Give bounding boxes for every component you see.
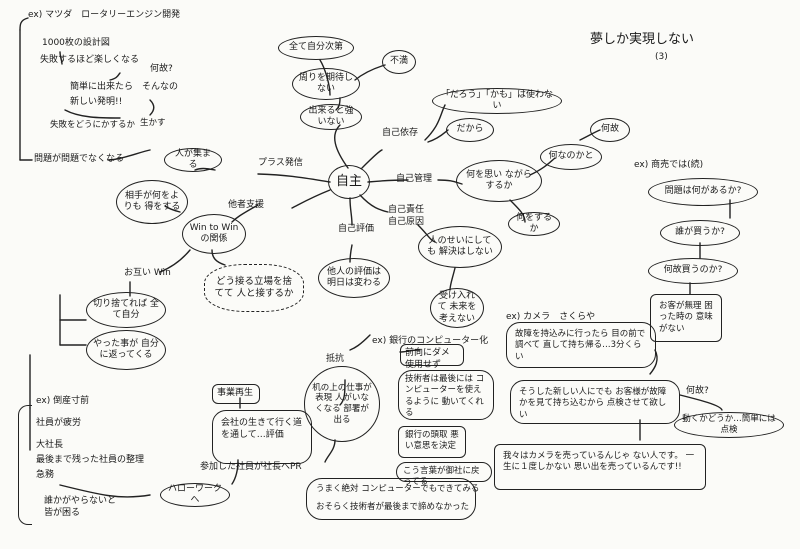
reform-text-box: 会社の生きて行く道を通して…評価 — [212, 410, 312, 464]
mazda-heading: ex) マツダ ロータリーエンジン開発 — [28, 10, 181, 20]
change-box: こう言葉が御社に戻ってる — [396, 462, 492, 487]
what-node: 何をするか — [508, 212, 560, 236]
connector — [349, 334, 371, 351]
hello-node: ハローワークへ — [160, 483, 230, 507]
connector — [361, 149, 383, 169]
mazda-question: 何故? — [150, 64, 173, 74]
no-dame-node: 「だろう」「かも」は使わない — [432, 88, 562, 114]
people-node: 人が集まる — [164, 148, 222, 172]
other-eval-node: 他人の評価は 明日は変わる — [318, 258, 390, 298]
hope-node: 周りを期待しない — [292, 68, 360, 100]
company-line3: 最後まで残った社員の整理 — [36, 455, 145, 465]
winwin-node: Win to Win の関係 — [182, 214, 246, 254]
connector — [349, 197, 353, 226]
management-label: 自己管理 — [396, 174, 433, 184]
mazda-line1: 1000枚の設計図 — [42, 38, 110, 48]
tech-box: 技術者は最後には コンピューターを使えるように 動いてくれる — [398, 370, 494, 420]
support-label: 他者支援 — [228, 200, 265, 210]
camera-box1: 故障を持込みに行ったら 目の前で調べて 直して持ち帰る…3分くらい — [506, 322, 656, 368]
camera-heading: ex) カメラ さくらや — [506, 312, 596, 322]
mazda-line3: 簡単に出来たら そんなの — [70, 82, 179, 92]
connector — [367, 179, 409, 183]
bank-last: おそらく技術者が最後まで諦めなかった — [316, 502, 470, 512]
nocomp-box: 前向にダメ 使用せず — [400, 344, 464, 370]
cut-node: 切り捨てれば 全て自分 — [86, 292, 166, 328]
evaluation-label: 自己評価 — [338, 224, 375, 234]
company-line4: 急務 — [36, 470, 55, 480]
company-bracket — [18, 405, 32, 525]
connector — [449, 267, 456, 291]
mutual-label: お互い Win — [124, 268, 171, 278]
mazda-footer: 問題が問題でなくなる — [34, 154, 125, 164]
connector — [19, 17, 29, 31]
dependency-label: 自己依存 — [382, 128, 419, 138]
store-heading: ex) 商売では(続) — [634, 160, 704, 170]
connector — [427, 129, 449, 143]
store-q1-node: 問題は何があるか? — [648, 178, 758, 206]
connector — [679, 394, 723, 411]
connector — [159, 249, 191, 273]
company-line5: 誰かがやらないと 皆が困る — [44, 496, 117, 518]
page-number: (3) — [655, 52, 668, 62]
connector — [64, 109, 121, 119]
why-node: 何故 — [590, 118, 630, 142]
connector — [359, 194, 389, 213]
camera-box3: 我々はカメラを売っているんじゃ ない人です。 一生に１度しかない 思い出を売って… — [494, 444, 706, 490]
president-box: 銀行の頭取 悪い意思を決定 — [398, 426, 466, 458]
connector — [59, 484, 151, 498]
therefore-node: だから — [446, 118, 494, 142]
company-line1: 社員が疲労 — [36, 418, 82, 428]
resistance-label: 抵抗 — [326, 354, 345, 364]
reform-box: 事業再生 — [212, 384, 260, 404]
store-answer-box: お客が無理 困った時の 意味がない — [650, 294, 722, 342]
connector — [324, 439, 336, 463]
bank-bottom-box — [306, 478, 476, 520]
partner-node: 相手が何をよりも 得をする — [116, 180, 188, 224]
connector — [334, 124, 349, 169]
connector — [109, 72, 121, 81]
camera-box2: そうした新しい人にでも お客様が故障かを見て持ち込むから 点検させて欲しい — [510, 380, 680, 424]
blame-node: 人のせいにしても 解決はしない — [418, 226, 502, 268]
connector — [149, 99, 155, 116]
store-q3-node: 何故買うのか? — [648, 258, 738, 284]
connector — [291, 189, 331, 209]
camera-reason-node: 動くかどうか…簡単には点検 — [674, 412, 784, 438]
ask-why-node: 何なのかと — [540, 144, 602, 170]
connector — [354, 64, 386, 81]
self-decide-node: 全て自分次第 — [278, 36, 354, 60]
resist-text-node: 机の上の仕事が 表現 人がいなくなる 部署が出る — [304, 366, 380, 442]
plus-label: プラス発信 — [258, 158, 303, 168]
connector — [399, 349, 421, 353]
bank-absolute: うまく絶対 コンピューターでもできてみる — [316, 484, 480, 494]
mazda-note2: 生かす — [140, 118, 166, 128]
connector — [231, 459, 239, 485]
company-heading: ex) 倒産寸前 — [36, 396, 90, 406]
camera-question: 何故? — [686, 386, 709, 396]
complaint-node: 不満 — [382, 50, 416, 74]
mazda-line2: 失敗するほど楽しくなる — [40, 55, 140, 65]
stance-node: 受け入れて 未来を考えない — [430, 288, 484, 328]
center-node: 自主 — [328, 165, 370, 199]
connector — [59, 51, 63, 65]
kind-node: やった事が 自分に返ってくる — [86, 330, 166, 370]
store-q2-node: 誰が買うか? — [660, 220, 740, 246]
think-node: 何を思い ながら するか — [456, 160, 542, 202]
responsibility-label: 自己責任 自己原因 — [388, 205, 425, 227]
connector — [257, 173, 331, 183]
no-excuse-node: 出来ると強いない — [300, 104, 362, 130]
company-line2: 大社長 — [36, 440, 64, 450]
connector — [107, 149, 151, 161]
page-title: 夢しか実現しない — [590, 32, 695, 47]
mazda-line4: 新しい発明!! — [70, 97, 123, 107]
company-pr: 参加した社員が社長へPR — [200, 462, 302, 472]
bank-heading: ex) 銀行のコンピューター化 — [372, 336, 489, 346]
cloud-node: どう接る立場を捨てて 人と接するか — [204, 264, 304, 312]
mazda-note: 失敗をどうにかするか — [50, 120, 136, 130]
